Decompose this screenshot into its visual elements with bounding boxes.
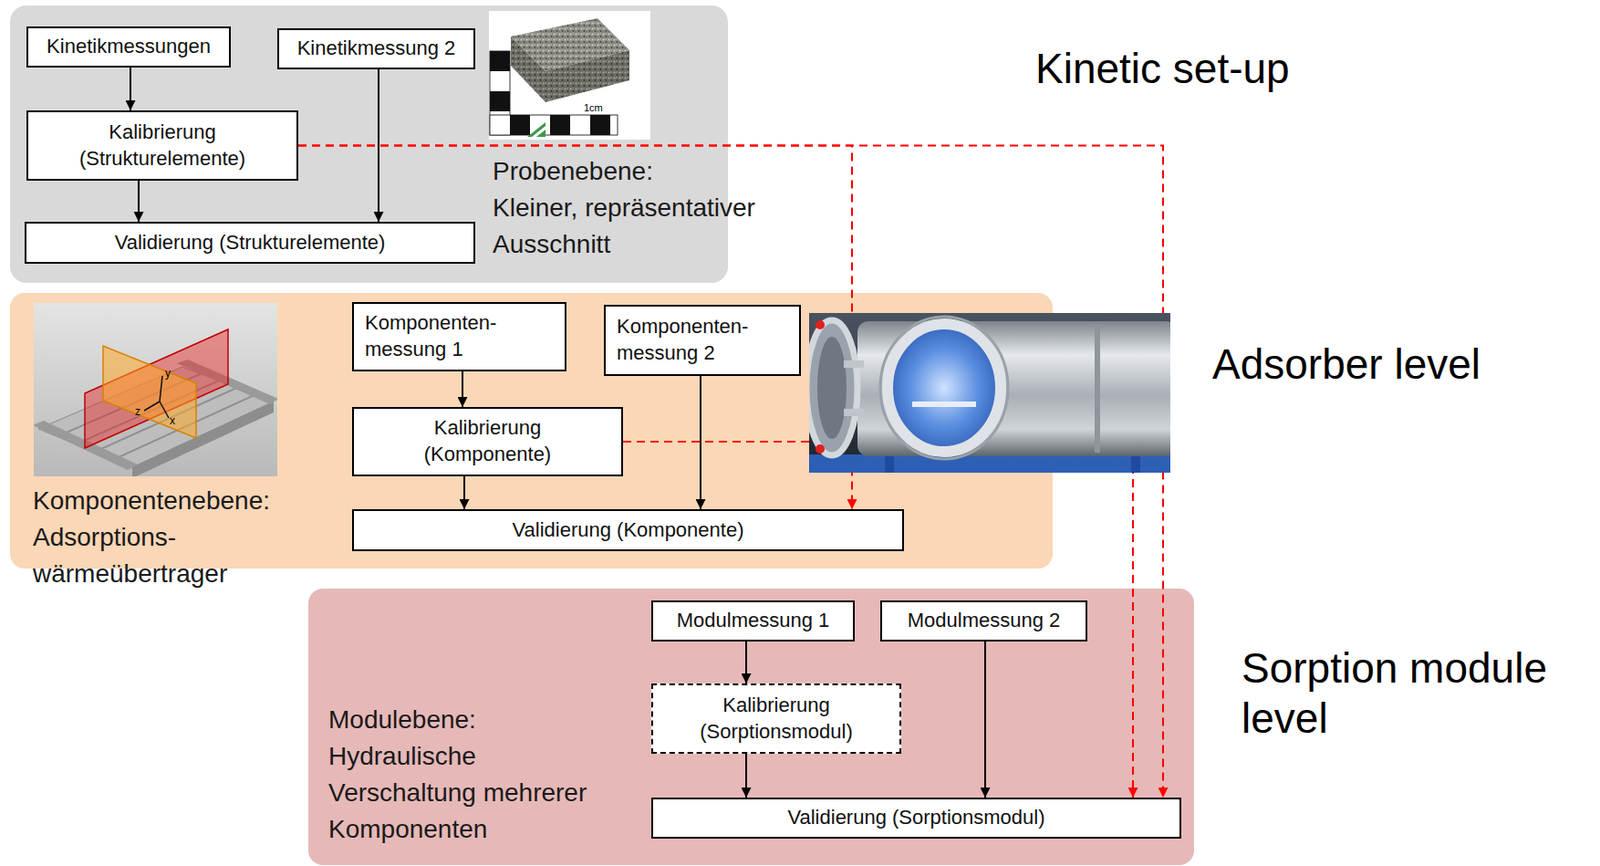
process-box: Modulmessung 1 bbox=[651, 600, 855, 642]
flow-arrow bbox=[745, 753, 748, 798]
photo-annotation: 1cm bbox=[583, 102, 603, 115]
band-heading: Komponentenebene: bbox=[32, 482, 289, 520]
transfer-arrow bbox=[298, 145, 852, 510]
box-label: Validierung (Sorptionsmodul) bbox=[664, 804, 1169, 832]
flow-arrow bbox=[745, 641, 748, 684]
flow-arrow bbox=[984, 641, 987, 798]
band-description: Probenebene:Kleiner, repräsentativer Aus… bbox=[492, 153, 776, 263]
foam-sample-photo bbox=[488, 10, 651, 140]
flow-arrow bbox=[699, 375, 702, 510]
box-label: Kalibrierung (Strukturelemente) bbox=[39, 119, 286, 172]
box-label: Modulmessung 1 bbox=[664, 607, 842, 634]
process-box: Validierung (Strukturelemente) bbox=[24, 221, 476, 264]
process-box: Validierung (Sorptionsmodul) bbox=[651, 797, 1182, 839]
vacuum-chamber-photo bbox=[809, 312, 1171, 473]
flow-arrow bbox=[129, 67, 132, 111]
transfer-arrow bbox=[623, 441, 1133, 798]
band-heading: Probenebene: bbox=[492, 153, 776, 190]
band-text: Adsorptions- wärmeübertrager bbox=[32, 519, 289, 593]
box-label: Validierung (Strukturelemente) bbox=[37, 229, 463, 257]
band-text: Hydraulische Verschaltung mehrerer Kompo… bbox=[328, 737, 607, 848]
level-title: Sorption module level bbox=[1241, 643, 1589, 744]
box-label: Modulmessung 2 bbox=[893, 607, 1075, 634]
box-label: Komponenten- messung 2 bbox=[616, 313, 789, 366]
box-label: Kinetikmessungen bbox=[39, 33, 219, 61]
photo-annotation: y bbox=[165, 366, 171, 380]
band-text: Kleiner, repräsentativer Ausschnitt bbox=[492, 189, 776, 263]
photo-annotation: z bbox=[135, 405, 141, 418]
band-description: Komponentenebene:Adsorptions- wärmeübert… bbox=[32, 482, 289, 593]
adsorber-heat-exchanger-photo bbox=[33, 302, 278, 477]
flow-arrow bbox=[463, 476, 466, 510]
box-label: Kalibrierung (Sorptionsmodul) bbox=[664, 692, 889, 745]
band-description: Modulebene:Hydraulische Verschaltung meh… bbox=[328, 701, 607, 848]
process-box: Validierung (Komponente) bbox=[352, 509, 904, 551]
box-label: Kalibrierung (Komponente) bbox=[375, 415, 600, 468]
box-label: Kinetikmessung 2 bbox=[290, 35, 463, 63]
photo-annotation: x bbox=[169, 414, 176, 427]
process-box: Kalibrierung (Strukturelemente) bbox=[26, 110, 299, 181]
flow-arrow bbox=[137, 180, 140, 222]
process-box: Komponenten- messung 2 bbox=[603, 304, 801, 376]
process-box: Kalibrierung (Komponente) bbox=[352, 406, 624, 477]
level-band: Probenebene:Kleiner, repräsentativer Aus… bbox=[10, 5, 728, 283]
process-box: Modulmessung 2 bbox=[880, 600, 1088, 642]
process-box: Kalibrierung (Sorptionsmodul) bbox=[651, 683, 902, 754]
process-box: Komponenten- messung 1 bbox=[352, 301, 567, 372]
process-box: Kinetikmessungen bbox=[26, 26, 231, 68]
flow-arrow bbox=[461, 371, 464, 407]
box-label: Komponenten- messung 1 bbox=[364, 310, 554, 363]
level-band: Modulebene:Hydraulische Verschaltung meh… bbox=[308, 588, 1195, 865]
process-box: Kinetikmessung 2 bbox=[277, 28, 476, 70]
level-title: Kinetic set-up bbox=[1035, 43, 1290, 94]
transfer-arrow bbox=[298, 145, 1164, 799]
level-band: Komponentenebene:Adsorptions- wärmeübert… bbox=[10, 292, 1053, 569]
level-title: Adsorber level bbox=[1212, 339, 1481, 390]
band-heading: Modulebene: bbox=[328, 701, 607, 738]
box-label: Validierung (Komponente) bbox=[364, 517, 892, 544]
flow-arrow bbox=[377, 69, 380, 222]
